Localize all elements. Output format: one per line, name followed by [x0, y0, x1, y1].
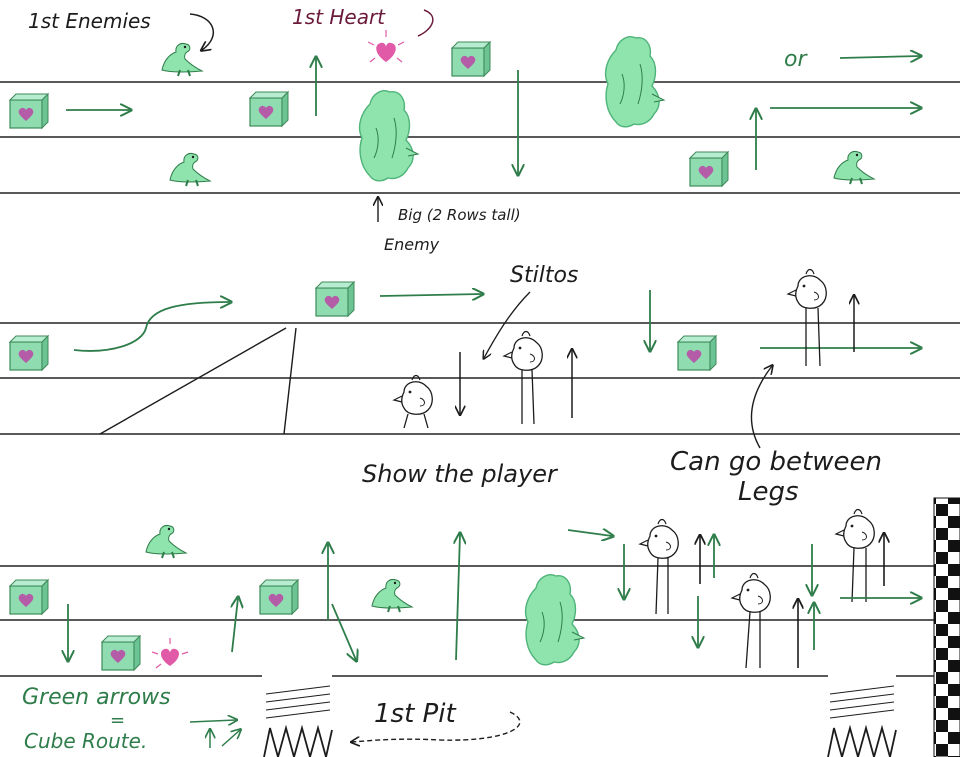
big-blob-enemy-icon	[358, 90, 419, 182]
small-dino-enemy-icon	[145, 524, 187, 559]
heart-cube-icon	[9, 579, 49, 615]
heart-cube-icon	[9, 93, 49, 129]
stilt-bird-enemy-icon	[393, 374, 433, 429]
route-arrow-right	[379, 294, 482, 296]
heart-pickup-icon	[151, 638, 189, 669]
heart-cube-icon	[689, 151, 729, 187]
label-first-pit: 1st Pit	[374, 699, 456, 729]
stilt-bird-enemy-icon	[639, 518, 679, 615]
pit-spikes-icon	[263, 680, 333, 757]
stilt-bird-enemy-icon	[787, 268, 827, 367]
small-dino-enemy-icon	[833, 150, 875, 185]
heart-cube-icon	[249, 91, 289, 127]
stilt-bird-enemy-icon	[503, 330, 543, 425]
lane-lines	[0, 81, 960, 677]
checkered-finish-flag-icon	[933, 497, 960, 757]
label-can-go-between-2: Legs	[738, 477, 799, 507]
first-pit-pointer-arrow	[352, 711, 521, 742]
ramp-wall	[283, 327, 297, 435]
label-big-enemy-1: Big (2 Rows tall)	[398, 206, 521, 224]
heart-cube-icon	[315, 281, 355, 317]
label-can-go-between-1: Can go between	[670, 447, 882, 477]
legend-right-arrow	[189, 720, 236, 722]
route-arrow-right-alt	[839, 56, 920, 58]
label-stiltos: Stiltos	[510, 263, 578, 288]
route-arrow-right	[567, 530, 612, 536]
stilt-bird-enemy-icon	[835, 508, 875, 603]
stiltos-pointer-arrow	[484, 291, 531, 358]
pit-spikes-icon	[827, 680, 897, 757]
route-arrow-down-right	[331, 603, 356, 660]
legs-pointer-arrow	[750, 366, 772, 449]
first-heart-pointer-arrow	[417, 9, 434, 37]
label-or: or	[784, 47, 808, 72]
stilt-bird-enemy-icon	[731, 572, 771, 669]
legend-green-arrows: Green arrows	[22, 685, 171, 710]
route-arrow-up	[456, 534, 460, 661]
heart-cube-icon	[101, 635, 141, 671]
label-first-enemies: 1st Enemies	[28, 9, 151, 33]
heart-cube-icon	[259, 579, 299, 615]
heart-cube-icon	[677, 335, 717, 371]
small-dino-enemy-icon	[371, 578, 413, 613]
route-arrow-curve	[73, 302, 230, 352]
legend-equals: =	[110, 710, 125, 731]
heart-cube-icon	[451, 41, 491, 77]
small-dino-enemy-icon	[169, 152, 211, 187]
heart-pickup-icon	[367, 30, 405, 63]
legend-cube-route: Cube Route.	[24, 729, 147, 753]
small-dino-enemy-icon	[161, 42, 203, 77]
label-show-the-player: Show the player	[362, 460, 559, 488]
legend-diag-arrow	[221, 730, 240, 747]
heart-cube-icon	[9, 335, 49, 371]
route-arrow-up	[232, 598, 238, 653]
ramp-line	[99, 327, 287, 435]
label-first-heart: 1st Heart	[292, 5, 386, 29]
first-enemies-pointer-arrow	[189, 13, 214, 50]
label-big-enemy-2: Enemy	[384, 235, 440, 254]
